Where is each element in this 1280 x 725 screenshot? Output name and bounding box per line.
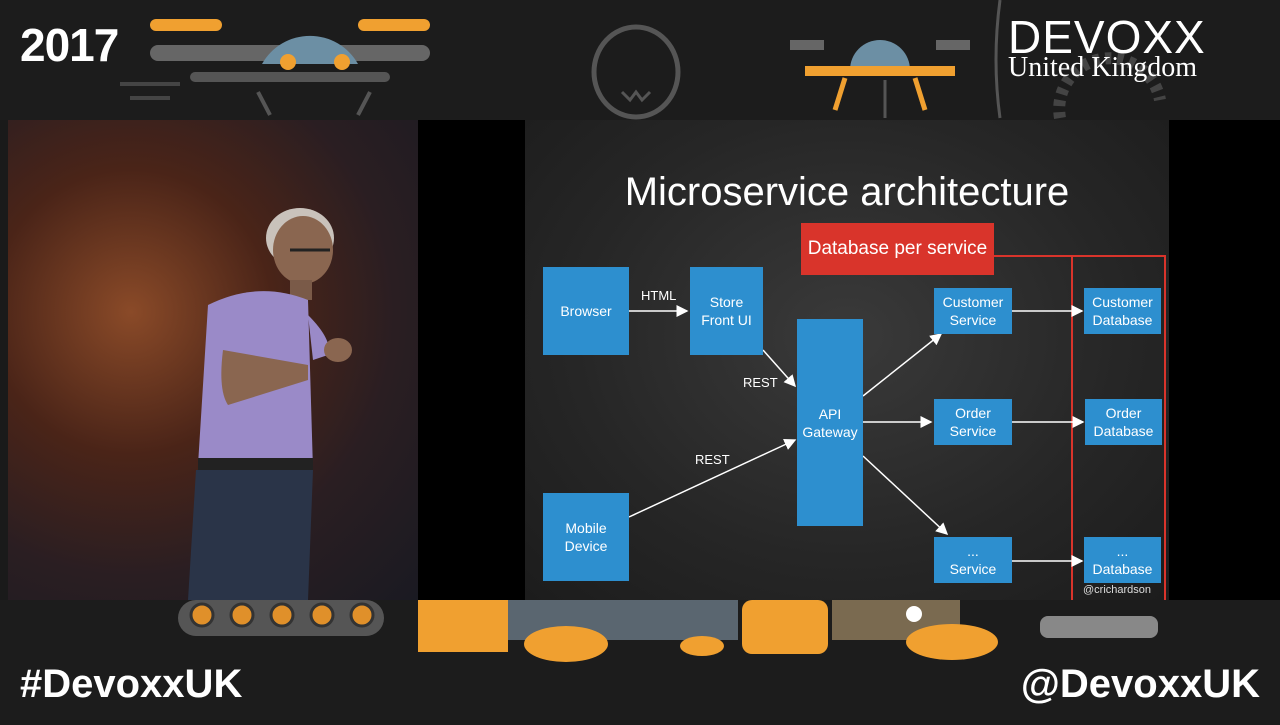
customer-service-node: Customer Service bbox=[934, 288, 1012, 334]
other-db-line2: Database bbox=[1093, 560, 1153, 578]
browser-label: Browser bbox=[560, 302, 611, 320]
customer-database-node: Customer Database bbox=[1084, 288, 1161, 334]
event-twitter-handle: @DevoxxUK bbox=[1021, 662, 1260, 707]
order-database-node: Order Database bbox=[1085, 399, 1162, 445]
order-service-line2: Service bbox=[950, 422, 997, 440]
other-db-line1: ... bbox=[1117, 542, 1129, 560]
other-service-line2: Service bbox=[950, 560, 997, 578]
event-year: 2017 bbox=[20, 18, 118, 72]
browser-node: Browser bbox=[543, 267, 629, 355]
author-credit: @crichardson bbox=[1083, 584, 1151, 596]
customer-db-line2: Database bbox=[1093, 311, 1153, 329]
rest-mobile-edge-label: REST bbox=[695, 452, 730, 467]
store-front-ui-node: Store Front UI bbox=[690, 267, 763, 355]
event-hashtag: #DevoxxUK bbox=[20, 662, 242, 707]
other-service-node: ... Service bbox=[934, 537, 1012, 583]
store-front-label-line1: Store bbox=[710, 293, 743, 311]
order-db-line2: Database bbox=[1094, 422, 1154, 440]
gateway-label-line1: API bbox=[819, 405, 842, 423]
customer-service-line1: Customer bbox=[943, 293, 1004, 311]
mobile-label-line1: Mobile bbox=[565, 519, 606, 537]
other-database-node: ... Database bbox=[1084, 537, 1161, 583]
rest-store-edge-label: REST bbox=[743, 375, 778, 390]
mobile-label-line2: Device bbox=[565, 537, 608, 555]
html-edge-label: HTML bbox=[641, 288, 676, 303]
speaker-video bbox=[8, 120, 418, 600]
customer-service-line2: Service bbox=[950, 311, 997, 329]
order-service-line1: Order bbox=[955, 404, 991, 422]
presentation-slide: Microservice architecture Database per s… bbox=[525, 120, 1169, 600]
gateway-label-line2: Gateway bbox=[802, 423, 857, 441]
other-service-line1: ... bbox=[967, 542, 979, 560]
customer-db-line1: Customer bbox=[1092, 293, 1153, 311]
store-front-label-line2: Front UI bbox=[701, 311, 752, 329]
order-service-node: Order Service bbox=[934, 399, 1012, 445]
order-db-line1: Order bbox=[1106, 404, 1142, 422]
api-gateway-node: API Gateway bbox=[797, 319, 863, 526]
speaker-figure bbox=[8, 120, 418, 600]
logo-subtitle: United Kingdom bbox=[1008, 52, 1197, 84]
mobile-device-node: Mobile Device bbox=[543, 493, 629, 581]
